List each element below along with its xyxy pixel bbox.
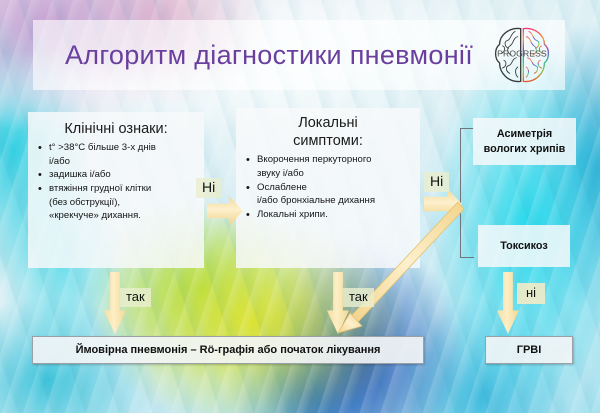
list-item: Локальні хрипи. xyxy=(246,208,414,222)
result-probable-pneumonia: Ймовірна пневмонія – Rö-графія або почат… xyxy=(32,336,424,364)
edge-label-ni-clinical: Ні xyxy=(196,178,222,199)
edge-label-ni-toxicosis: ні xyxy=(517,283,546,305)
list-item: звуку і/або xyxy=(257,167,304,179)
list-item: «крекчуче» дихання. xyxy=(49,210,141,222)
node-toxicosis: Токсикоз xyxy=(478,225,570,267)
pneumonia-result-text: Ймовірна пневмонія – Rö-графія або почат… xyxy=(75,344,381,356)
clinical-heading: Клінічні ознаки: xyxy=(64,121,168,137)
list-item: задишка і/або xyxy=(38,168,198,182)
local-bullet-list: Вкорочення перкуторного звуку і/або Осла… xyxy=(236,153,420,222)
result-grvi: ГРВІ xyxy=(485,336,573,364)
local-heading: Локальні симптоми: xyxy=(236,108,420,154)
edge-label-ni-local: Ні xyxy=(424,172,450,193)
list-item: t° >38°C більше 3-х днів xyxy=(38,141,198,155)
list-item: і/або бронхіальне дихання xyxy=(257,195,376,207)
asymmetry-text: Асиметрія вологих хрипів xyxy=(473,118,576,165)
arrow-diagonal-branch-to-result xyxy=(337,201,465,334)
local-heading-line2: симптоми: xyxy=(293,133,363,150)
right-branch-bracket xyxy=(460,128,474,258)
list-item: (без обструкції), xyxy=(49,196,121,208)
progress-brain-logo: PROGRESS xyxy=(494,27,550,83)
asymmetry-line1: Асиметрія xyxy=(496,128,553,141)
local-heading-line1: Локальні xyxy=(298,115,358,131)
grvi-result-text: ГРВІ xyxy=(516,344,542,356)
list-item: втяжіння грудної клітки xyxy=(38,182,198,196)
edge-label-tak-local: так xyxy=(343,288,374,308)
toxicosis-label: Токсикоз xyxy=(500,239,548,252)
clinical-bullet-list: t° >38°C більше 3-х днів і/або задишка і… xyxy=(28,141,204,223)
logo-text: PROGRESS xyxy=(497,48,547,58)
page-title: Алгоритм діагностики пневмонії xyxy=(64,39,474,70)
node-asymmetry-of-moist-rales: Асиметрія вологих хрипів xyxy=(473,118,576,165)
node-clinical-signs: Клінічні ознаки: t° >38°C більше 3-х дні… xyxy=(28,112,204,268)
node-local-symptoms: Локальні симптоми: Вкорочення перкуторно… xyxy=(236,108,420,268)
list-item: Ослаблене xyxy=(246,181,414,195)
list-item: Вкорочення перкуторного xyxy=(246,153,414,167)
list-item: і/або xyxy=(49,155,70,167)
edge-label-tak-clinical: так xyxy=(120,288,151,308)
asymmetry-line2: вологих хрипів xyxy=(483,142,566,155)
title-bar: Алгоритм діагностики пневмонії xyxy=(33,20,565,90)
